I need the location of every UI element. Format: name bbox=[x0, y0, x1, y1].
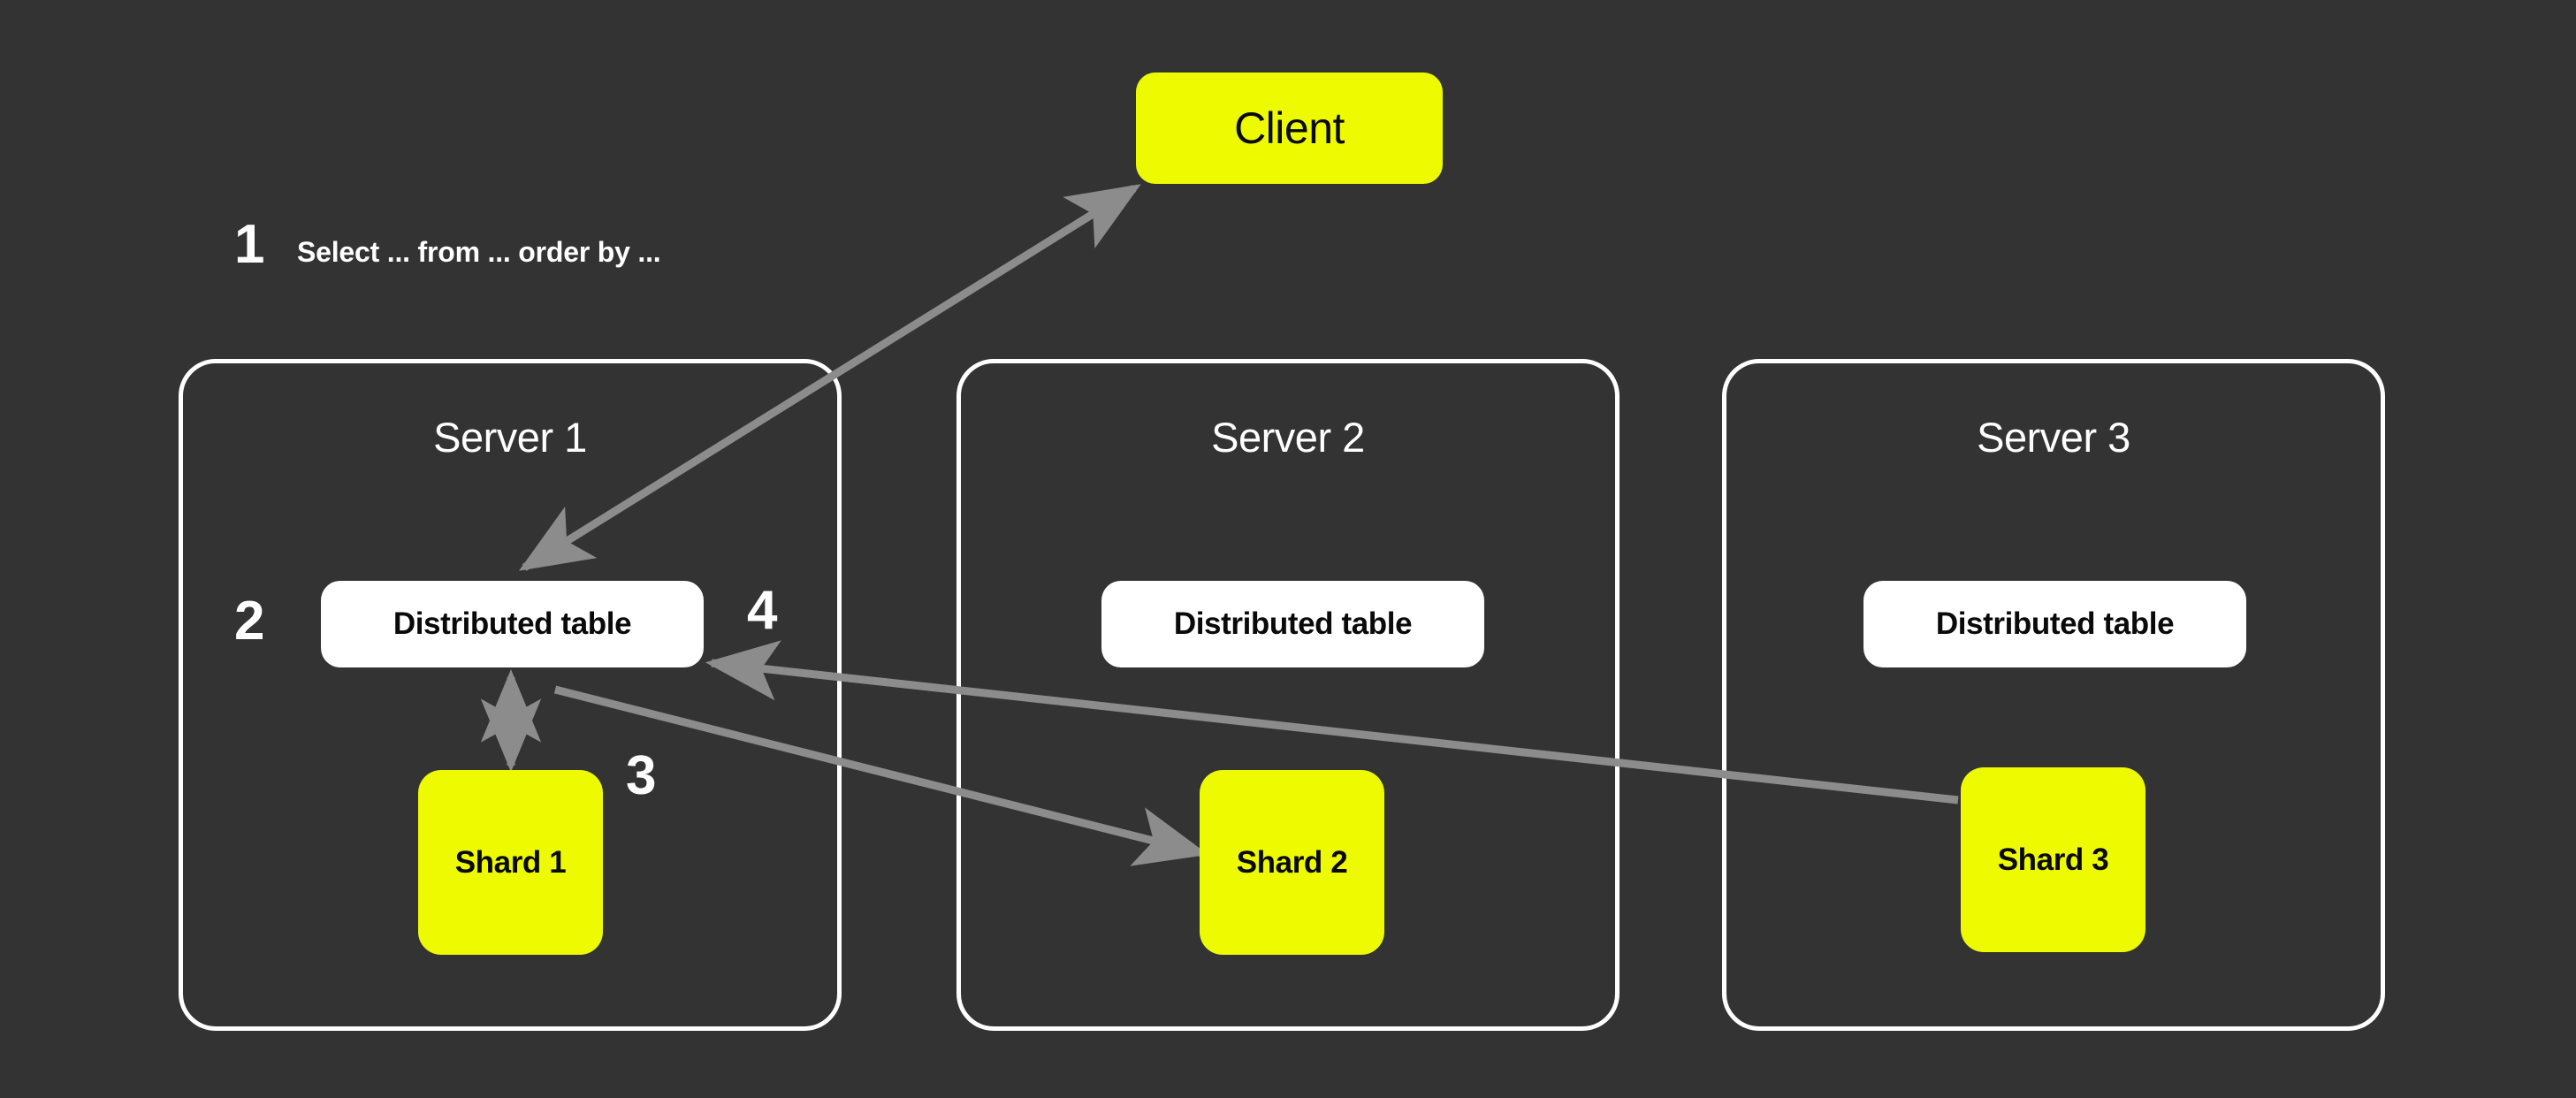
distributed-table-server-3[interactable]: Distributed table bbox=[1863, 581, 2246, 667]
distributed-table-label-3: Distributed table bbox=[1935, 606, 2175, 641]
shard-2-box[interactable]: Shard 2 bbox=[1200, 770, 1384, 955]
shard-3-label: Shard 3 bbox=[1997, 842, 2109, 877]
server-title-2: Server 2 bbox=[1211, 414, 1365, 461]
server-title-3: Server 3 bbox=[1977, 414, 2130, 461]
shard-1-box[interactable]: Shard 1 bbox=[418, 770, 603, 955]
distributed-table-server-1[interactable]: Distributed table bbox=[321, 581, 704, 667]
distributed-table-label-1: Distributed table bbox=[392, 606, 632, 641]
step-number-2: 2 bbox=[234, 591, 265, 652]
distributed-table-server-2[interactable]: Distributed table bbox=[1101, 581, 1484, 667]
distributed-table-label-2: Distributed table bbox=[1173, 606, 1413, 641]
step-number-1: 1 bbox=[234, 214, 265, 275]
step-number-3: 3 bbox=[626, 745, 657, 806]
query-caption: Select ... from ... order by ... bbox=[297, 236, 661, 268]
step-number-4: 4 bbox=[747, 580, 778, 641]
shard-2-label: Shard 2 bbox=[1236, 844, 1348, 880]
client-label: Client bbox=[1234, 103, 1345, 153]
shard-1-label: Shard 1 bbox=[454, 844, 567, 880]
server-title-1: Server 1 bbox=[433, 414, 587, 461]
shard-3-box[interactable]: Shard 3 bbox=[1961, 767, 2145, 952]
client-box[interactable]: Client bbox=[1136, 72, 1443, 184]
